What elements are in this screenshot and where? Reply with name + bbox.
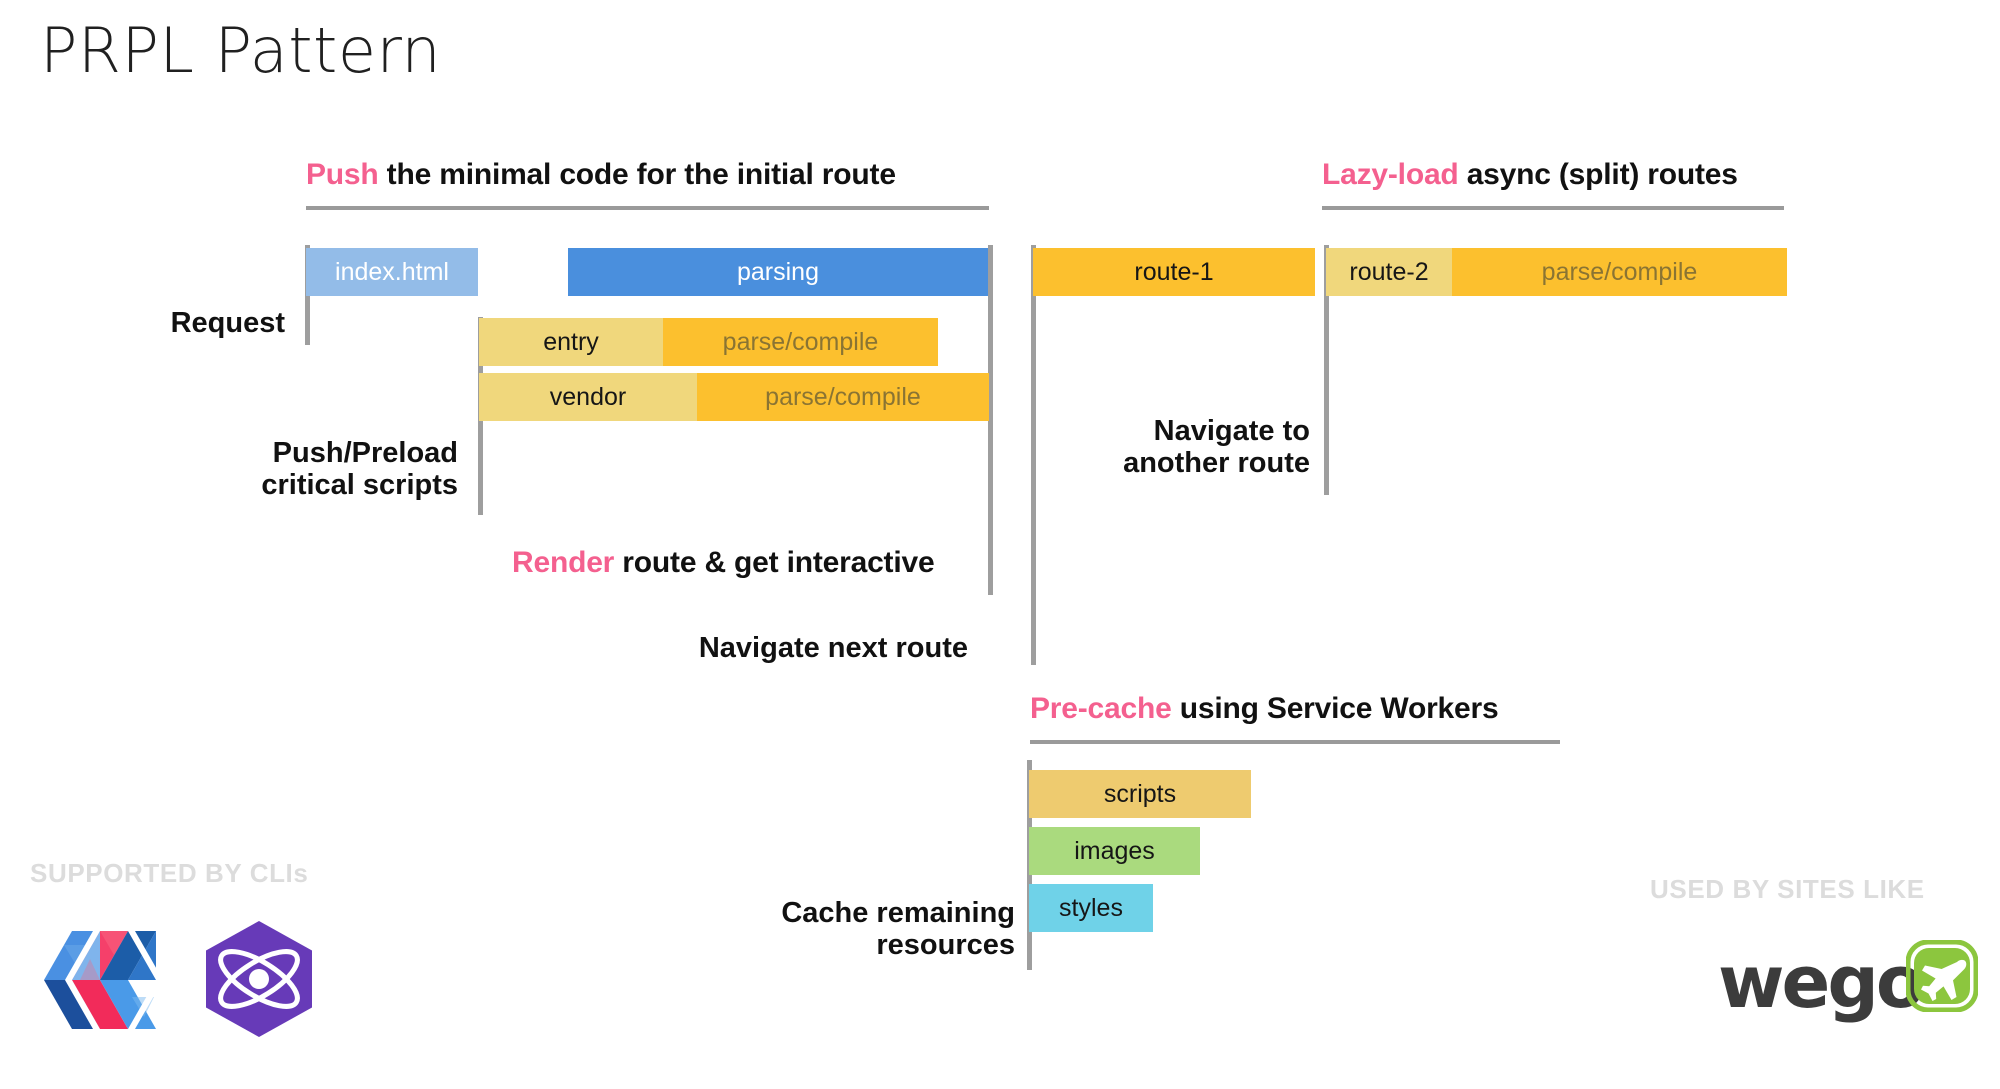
bar-parsing: parsing <box>568 248 988 296</box>
section-heading-lazy-accent: Lazy-load <box>1322 158 1459 191</box>
wego-airplane-icon <box>1906 940 1978 1012</box>
bar-segment-vendor-label: vendor <box>479 373 697 421</box>
bar-entry: entry parse/compile <box>479 318 938 366</box>
preact-logo-icon <box>206 921 312 1037</box>
bar-segment-route-2-label: route-2 <box>1326 248 1452 296</box>
footer-caption-used-by: USED BY SITES LIKE <box>1650 874 1925 905</box>
timeline-label-navigate-another: Navigate to another route <box>1123 415 1310 480</box>
bar-segment-images: images <box>1029 827 1200 875</box>
section-heading-push-accent: Push <box>306 158 379 191</box>
timeline-guide-render <box>988 245 993 595</box>
section-heading-render-accent: Render <box>512 546 615 579</box>
section-heading-lazy: Lazy-load async (split) routes <box>1322 158 1738 192</box>
section-heading-render: Render route & get interactive <box>512 546 935 580</box>
bar-scripts: scripts <box>1029 770 1251 818</box>
bar-route-1: route-1 <box>1033 248 1315 296</box>
bar-segment-styles: styles <box>1029 884 1153 932</box>
polymer-logo-icon <box>44 931 163 1029</box>
bar-styles: styles <box>1029 884 1153 932</box>
section-rule-precache <box>1030 740 1560 744</box>
section-heading-lazy-rest: async (split) routes <box>1458 158 1738 191</box>
bar-segment-route-1: route-1 <box>1033 248 1315 296</box>
section-heading-push: Push the minimal code for the initial ro… <box>306 158 896 192</box>
section-heading-precache: Pre-cache using Service Workers <box>1030 692 1499 726</box>
section-heading-push-rest: the minimal code for the initial route <box>378 158 896 191</box>
wego-logo: wego <box>1718 940 1978 1030</box>
bar-segment-route-2-parse-compile: parse/compile <box>1452 248 1787 296</box>
bar-segment-entry-label: entry <box>479 318 663 366</box>
bar-vendor: vendor parse/compile <box>479 373 989 421</box>
bar-segment-scripts: scripts <box>1029 770 1251 818</box>
footer-caption-supported-by: SUPPORTED BY CLIs <box>30 858 309 888</box>
preact-logo <box>198 918 320 1040</box>
bar-segment-entry-parse-compile: parse/compile <box>663 318 938 366</box>
wego-logo-wordmark: wego <box>1718 940 1925 1024</box>
timeline-label-navigate-next: Navigate next route <box>698 632 968 664</box>
footer-caption-used-by-text: USED BY SITES LIKE <box>1650 874 1925 904</box>
timeline-guide-navigate-another <box>1324 245 1329 495</box>
section-heading-render-rest: route & get interactive <box>614 546 935 579</box>
polymer-logo <box>36 925 171 1035</box>
bar-segment-parsing: parsing <box>568 248 988 296</box>
bar-route-2: route-2 parse/compile <box>1326 248 1787 296</box>
section-rule-lazy <box>1322 206 1784 210</box>
section-rule-push <box>306 206 989 210</box>
bar-index-html: index.html <box>306 248 478 296</box>
timeline-label-cache-remaining: Cache remaining resources <box>781 897 1015 962</box>
bar-images: images <box>1029 827 1200 875</box>
page-title: PRPL Pattern <box>40 14 442 87</box>
timeline-label-push-preload: Push/Preload critical scripts <box>261 437 458 502</box>
timeline-guide-navigate-next <box>1031 245 1036 665</box>
section-heading-precache-rest: using Service Workers <box>1171 692 1499 725</box>
bar-segment-vendor-parse-compile: parse/compile <box>697 373 989 421</box>
timeline-label-request: Request <box>170 307 285 339</box>
section-heading-precache-accent: Pre-cache <box>1030 692 1172 725</box>
bar-segment-index-html: index.html <box>306 248 478 296</box>
